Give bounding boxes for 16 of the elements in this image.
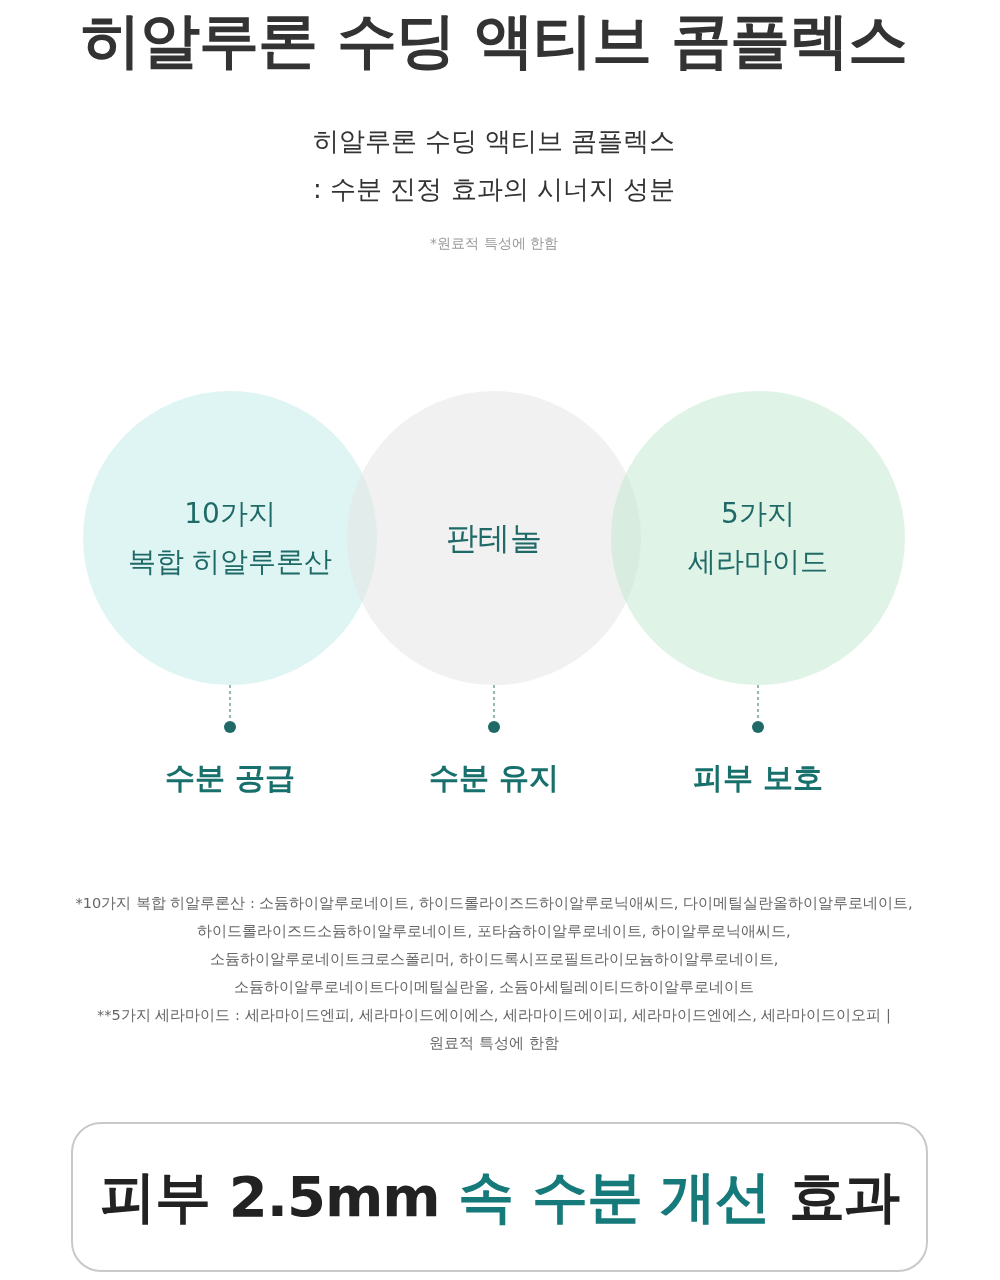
- circle-label: 판테놀: [446, 518, 542, 559]
- benefit-label: 수분 유지: [428, 759, 560, 797]
- circle-label: 10가지 복합 히알루론산: [127, 496, 333, 580]
- headline-card: [71, 1122, 928, 1272]
- dot-icon: [224, 721, 236, 733]
- circle-label: 5가지 세라마이드: [688, 496, 828, 580]
- card-heading: 피부 2.5mm 속 수분 개선 효과: [100, 1163, 899, 1231]
- footnote: **5가지 세라마이드 : 세라마이드엔피, 세라마이드에이에스, 세라마이드에이피, 세라마이드엔에스, 세라마이드이오피 | 원료적 특성에 한함: [97, 1006, 891, 1053]
- benefit-label: 수분 공급: [164, 759, 296, 797]
- benefit-label: 피부 보호: [692, 759, 824, 797]
- dot-icon: [488, 721, 500, 733]
- footnote: *10가지 복합 히알루론산 : 소듐하이알루로네이트, 하이드롤라이즈드하이알루로닉애씨드, 다이메틸실란올하이알루로네이트, 하이드롤라이즈드소듐하이알루로네이트, 포타슘하이알루로네이트, 하이알루로닉애씨드, 소듐하이알루로네이트크로스폴리머, 하이드록시프로필트라이모늄하이알루로네이트, 소듐하이알루로네이트다이메틸실란올, 소듐아세틸레이티드하이알루로네이트: [75, 894, 913, 997]
- footnote: *원료적 특성에 한함: [430, 234, 558, 253]
- dot-icon: [752, 721, 764, 733]
- subtitle: 히알루론 수딩 액티브 콤플렉스 : 수분 진정 효과의 시너지 성분: [312, 125, 676, 206]
- page-title: 히알루론 수딩 액티브 콤플렉스: [80, 4, 908, 76]
